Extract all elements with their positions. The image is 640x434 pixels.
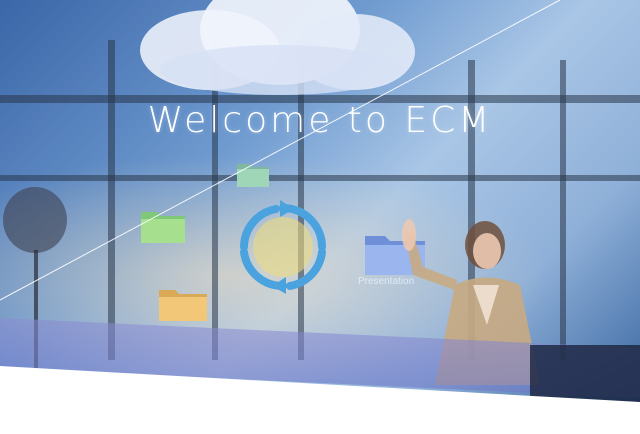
page-title: Welcome to ECM [147, 100, 493, 141]
sync-refresh-icon [240, 200, 326, 294]
folder-icon [141, 212, 185, 243]
cloud-graphic [140, 0, 415, 95]
window-frame [560, 60, 566, 360]
folder-icon [237, 164, 269, 187]
folder-icon [159, 290, 207, 321]
window-frame [0, 175, 640, 181]
